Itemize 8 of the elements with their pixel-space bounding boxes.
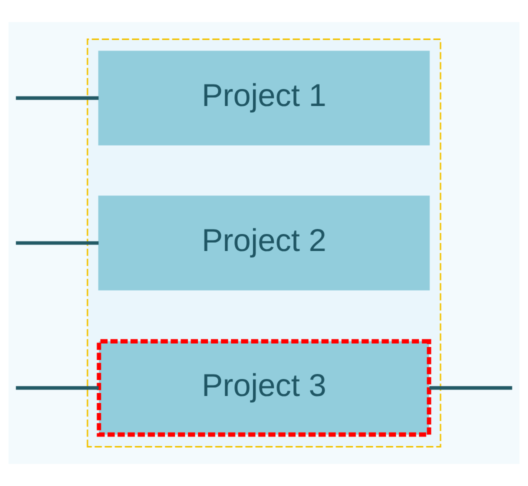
node-box: Project 1 [98,50,430,146]
connector [429,386,512,390]
node-box: Project 3 [96,339,432,437]
cluster [86,38,442,448]
connector [16,241,99,245]
connector [16,96,99,100]
node-box: Project 2 [98,196,430,290]
connector [16,386,99,390]
